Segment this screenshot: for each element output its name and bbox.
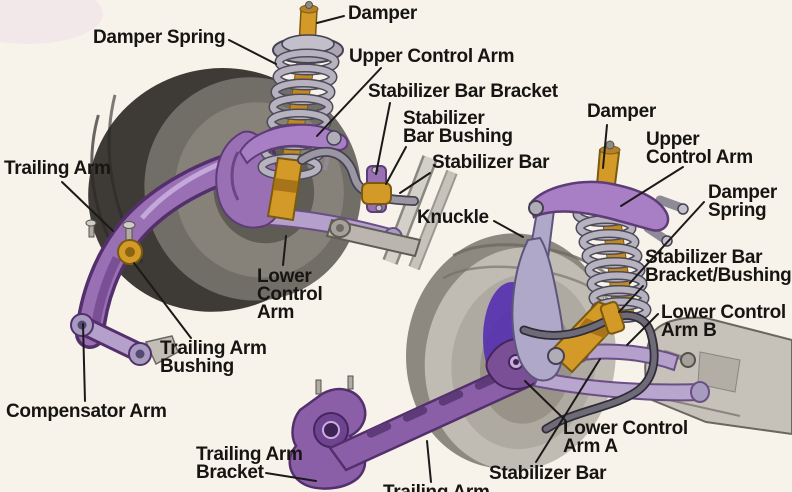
- damper-clevis: [547, 347, 565, 365]
- right-trailing-arm-bracket: [288, 375, 367, 490]
- leader-left-damper-spring: [228, 39, 277, 65]
- arm-slot: [438, 390, 464, 406]
- ball-joint-center: [336, 224, 344, 232]
- label-right-knuckle: Knuckle: [417, 207, 489, 228]
- knuckle-body: [511, 236, 565, 382]
- ball-joint: [528, 200, 544, 216]
- damper-stud: [605, 140, 615, 150]
- label-left-trailing-arm-bushing: Trailing Arm Bushing: [160, 338, 267, 378]
- bolt-head: [122, 221, 136, 229]
- bar-tube: [521, 312, 657, 432]
- ball-joint: [326, 130, 342, 146]
- bolt: [347, 375, 354, 390]
- subframe-notch: [697, 351, 741, 393]
- label-right-damper-spring: Damper Spring: [708, 182, 777, 222]
- label-right-stabilizer-bar: Stabilizer Bar: [489, 463, 607, 484]
- label-left-compensator-arm: Compensator Arm: [6, 401, 167, 422]
- label-right-upper-control-arm: Upper Control Arm: [646, 129, 753, 169]
- label-right-lower-control-arm-a: Lower Control Arm A: [563, 418, 688, 458]
- leader-left-stabilizer-bar-bracket: [375, 102, 391, 175]
- arm-body: [77, 319, 145, 359]
- bushing: [690, 381, 710, 403]
- label-left-damper: Damper: [348, 3, 417, 24]
- bushing-center: [77, 320, 87, 330]
- knuckle-shade: [230, 151, 240, 201]
- rail2: [410, 170, 456, 270]
- hub-bolt-center: [513, 359, 519, 365]
- bracket-bushing-center: [322, 421, 340, 439]
- left-tie-rod: [325, 218, 422, 258]
- leader-left-compensator-arm: [82, 323, 86, 402]
- leader-right-upper-control-arm: [620, 166, 684, 207]
- label-left-lower-control-arm: Lower Control Arm: [257, 266, 323, 324]
- stub-nut: [677, 203, 689, 215]
- bushing-center: [135, 349, 145, 359]
- label-right-stabilizer-bar-bracket-bushing: Stabilizer Bar Bracket/Bushing: [645, 247, 792, 287]
- compensator-arm: [70, 313, 179, 366]
- label-right-lower-control-arm-b: Lower Control Arm B: [661, 302, 786, 342]
- label-left-stabilizer-bar-bracket: Stabilizer Bar Bracket: [368, 81, 558, 102]
- label-left-trailing-arm-bracket: Trailing Arm Bracket: [196, 444, 303, 484]
- leader-right-stabilizer-bracket-bushing: [618, 285, 644, 313]
- label-bottom-trailing-arm: Trailing Arm: [383, 483, 490, 492]
- arm-slot: [402, 406, 428, 422]
- leader-right-lower-control-arm-b: [626, 313, 659, 346]
- leader-left-trailing-arm-bracket: [265, 472, 317, 482]
- leader-left-upper-control-arm: [316, 67, 382, 137]
- label-left-damper-spring: Damper Spring: [93, 27, 226, 48]
- bolt: [315, 379, 322, 395]
- label-left-stabilizer-bar: Stabilizer Bar: [432, 152, 550, 173]
- arm-body: [238, 123, 349, 165]
- leader-right-damper: [602, 124, 608, 169]
- right-stabilizer-bar: [519, 300, 659, 434]
- leader-lines: [61, 15, 705, 483]
- paper-tint: [0, 0, 103, 44]
- leader-left-lower-control-arm: [282, 235, 287, 266]
- right-lower-control-arm-a: [532, 370, 710, 403]
- leader-left-stabilizer-bar-bushing: [385, 146, 407, 185]
- coil: [590, 286, 648, 310]
- label-left-upper-control-arm: Upper Control Arm: [349, 46, 515, 67]
- damper-band: [273, 178, 298, 193]
- leader-right-damper-spring: [629, 201, 705, 284]
- right-trailing-arm: [328, 337, 558, 472]
- bar-bracket-bushing: [599, 300, 626, 335]
- right-upper-control-arm: [528, 180, 689, 247]
- left-trailing-arm-bushing: [117, 221, 143, 265]
- label-right-damper: Damper: [587, 101, 656, 122]
- bracket-bolt: [375, 204, 383, 212]
- leader-left-damper: [316, 15, 345, 24]
- leader-right-stabilizer-bar: [535, 358, 601, 463]
- leader-left-trailing-arm-bushing: [133, 262, 192, 339]
- label-left-stabilizer-bar-bushing: Stabilizer Bar Bushing: [403, 108, 513, 148]
- left-stabilizer-bar: [297, 146, 419, 213]
- mount-gray: [144, 335, 179, 366]
- leader-right-lower-control-arm-a: [524, 380, 566, 421]
- label-left-trailing-arm: Trailing Arm: [4, 158, 111, 179]
- leader-left-stabilizer-bar: [399, 172, 431, 194]
- bushing-center: [125, 247, 135, 257]
- leader-bottom-trailing-arm: [426, 440, 432, 483]
- arm-slot: [366, 422, 392, 438]
- arm-body: [528, 180, 670, 232]
- leader-right-knuckle: [493, 220, 524, 238]
- right-knuckle: [511, 204, 565, 382]
- leader-left-trailing-arm: [61, 181, 114, 232]
- damper-stud: [305, 1, 313, 9]
- bar-bushing: [361, 182, 392, 205]
- gold-bracket: [599, 300, 626, 335]
- bolt-head: [85, 219, 97, 227]
- bolt-head: [680, 352, 696, 368]
